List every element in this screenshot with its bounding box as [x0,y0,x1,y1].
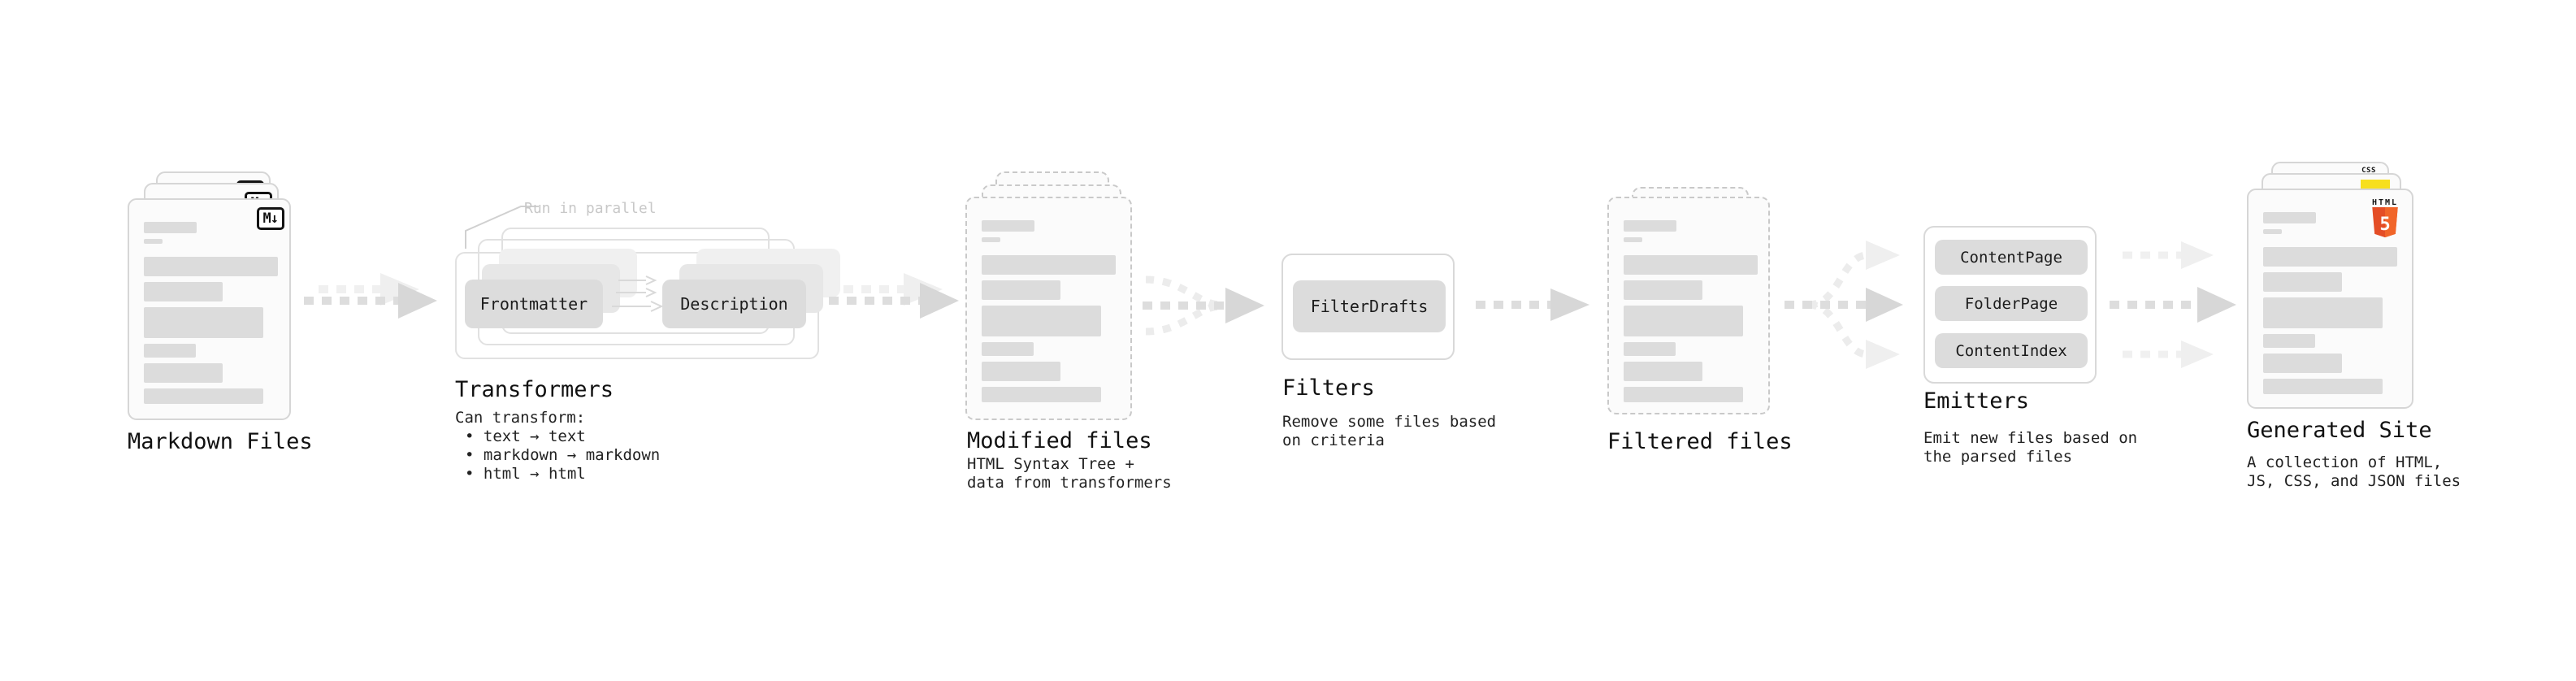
description-line: Can transform: [455,409,586,427]
placeholder-bar [982,220,1034,232]
placeholder-bar [144,257,278,276]
text-placeholder-bars [1624,220,1759,402]
placeholder-bar [144,222,197,233]
placeholder-bar [144,307,263,338]
placeholder-bar [1624,387,1743,402]
flow-arrow-double [829,273,959,319]
description-line: Emit new files based on [1923,429,2138,447]
markdown-files-label: Markdown Files [128,429,313,454]
markdown-icon: M↓ [256,207,284,230]
transformers-description: Can transform: • text → text • markdown … [455,409,660,484]
emitters-panel: ContentPage FolderPage ContentIndex [1923,226,2097,384]
flow-arrow-double [304,273,437,319]
contentindex-node: ContentIndex [1935,333,2088,368]
modified-file-front [965,197,1132,420]
placeholder-bar [144,282,223,301]
placeholder-bar [1624,280,1702,300]
html5-icon: HTML 5 [2369,198,2401,243]
placeholder-bar [1624,220,1676,232]
description-node: Description [662,280,806,328]
placeholder-bar [2263,272,2342,292]
contentpage-node: ContentPage [1935,240,2088,275]
text-placeholder-bars [144,222,280,404]
placeholder-bar [2263,354,2342,373]
html5-icon-word: HTML [2371,198,2399,207]
html5-shield: 5 [2372,207,2398,238]
generated-site-description: A collection of HTML, JS, CSS, and JSON … [2247,453,2461,491]
text-placeholder-bars [2263,212,2402,394]
filtered-file-front [1607,197,1770,414]
filtered-files-stack [1607,187,1802,419]
filtered-files-label: Filtered files [1607,429,1793,454]
folderpage-node: FolderPage [1935,286,2088,321]
text-placeholder-bars [982,220,1121,402]
placeholder-bar [2263,297,2383,328]
markdown-file-front: M↓ [128,198,291,420]
modified-files-description: HTML Syntax Tree + data from transformer… [967,455,1172,492]
placeholder-bar [982,306,1101,336]
placeholder-bar [2263,247,2397,267]
placeholder-bar [144,344,196,358]
generated-site-stack: CSS HTML 5 [2247,162,2446,414]
placeholder-bar [1624,362,1702,381]
placeholder-bar [982,280,1060,300]
placeholder-bar [2263,379,2383,394]
filters-description: Remove some files based on criteria [1282,413,1496,450]
transformers-group: Frontmatter Description [455,228,840,362]
placeholder-bar [144,363,223,383]
css-icon-label: CSS [2361,167,2376,175]
description-line: data from transformers [967,474,1172,492]
placeholder-bar [2263,212,2316,223]
placeholder-bar [2263,334,2315,348]
flow-arrow-single [1476,288,1589,321]
flow-arrow-fanout [1785,241,1903,369]
placeholder-bar [2263,229,2282,234]
html-file-front: HTML 5 [2247,189,2413,409]
run-in-parallel-note: Run in parallel [524,200,657,217]
placeholder-bar [982,237,1000,242]
placeholder-bar [1624,237,1642,242]
markdown-files-stack: M↓ M↓ M↓ [128,171,327,423]
placeholder-bar [982,362,1060,381]
frontmatter-node: Frontmatter [465,280,603,328]
description-line: • markdown → markdown [465,446,661,464]
note-pointer-line [465,206,539,249]
flow-arrow-triple [2110,241,2236,368]
generated-site-label: Generated Site [2247,418,2432,443]
modified-files-stack [965,171,1164,425]
placeholder-bar [982,387,1101,402]
filterdrafts-node: FilterDrafts [1293,280,1446,332]
description-line: on criteria [1282,432,1385,449]
description-line: • html → html [465,465,586,483]
placeholder-bar [982,255,1116,275]
description-line: A collection of HTML, [2247,453,2443,471]
placeholder-bar [1624,342,1676,356]
transformers-label: Transformers [455,377,614,402]
description-line: • text → text [465,427,586,445]
description-line: Remove some files based [1282,413,1497,431]
placeholder-bar [1624,255,1758,275]
placeholder-bar [1624,306,1743,336]
html5-icon-number: 5 [2379,214,2390,235]
filters-label: Filters [1282,375,1375,401]
description-line: the parsed files [1923,448,2073,466]
placeholder-bar [982,342,1034,356]
emitters-description: Emit new files based on the parsed files [1923,429,2137,466]
emitters-label: Emitters [1923,388,2030,414]
placeholder-bar [144,388,263,404]
description-line: HTML Syntax Tree + [967,455,1134,473]
parallel-arrows-icon [612,275,664,312]
description-line: JS, CSS, and JSON files [2247,472,2461,490]
placeholder-bar [144,239,163,244]
filters-panel: FilterDrafts [1281,254,1455,360]
flow-arrow-merge [1143,275,1264,336]
modified-files-label: Modified files [967,428,1152,453]
